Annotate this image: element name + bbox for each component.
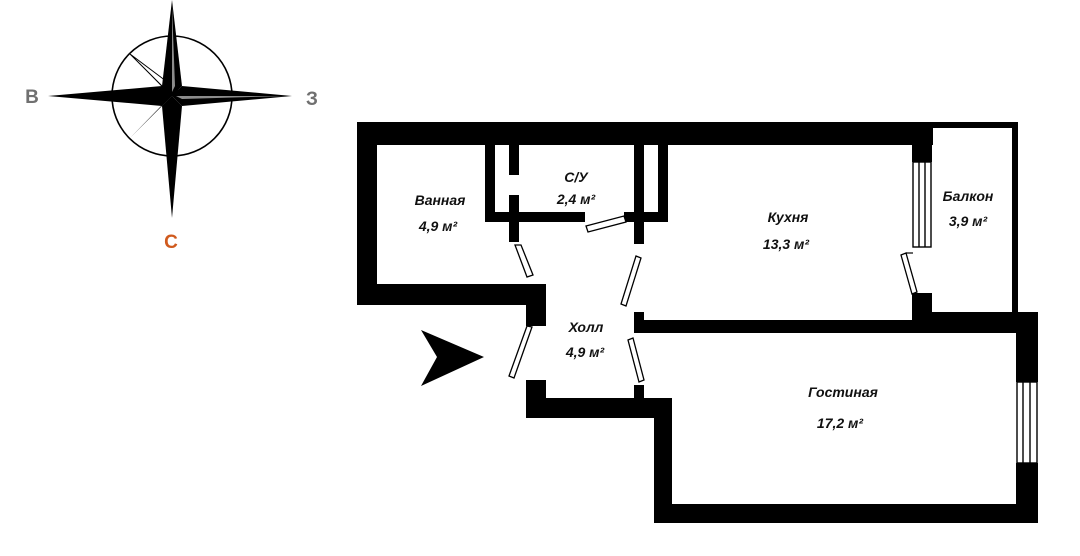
room-wc: С/У 2,4 м² — [556, 169, 596, 207]
room-hall-area: 4,9 м² — [565, 344, 605, 360]
compass-east-label: З — [306, 89, 318, 110]
room-balcony-area: 3,9 м² — [949, 213, 988, 229]
room-hall: Холл 4,9 м² — [565, 319, 605, 360]
room-balcony-name: Балкон — [943, 188, 994, 204]
room-hall-name: Холл — [568, 319, 604, 335]
room-bath-area: 4,9 м² — [418, 218, 458, 234]
room-bath: Ванная 4,9 м² — [415, 192, 466, 234]
room-wc-name: С/У — [564, 169, 589, 185]
room-living-area: 17,2 м² — [817, 415, 863, 431]
compass-west-label: В — [25, 87, 39, 108]
doors — [508, 215, 918, 383]
room-kitchen-area: 13,3 м² — [763, 236, 809, 252]
room-living: Гостиная 17,2 м² — [808, 384, 878, 431]
room-kitchen: Кухня 13,3 м² — [763, 209, 809, 252]
walls — [357, 122, 1038, 523]
room-living-name: Гостиная — [808, 384, 878, 400]
room-wc-area: 2,4 м² — [556, 191, 596, 207]
compass-rose-icon — [48, 0, 292, 218]
room-balcony: Балкон 3,9 м² — [943, 188, 994, 229]
room-bath-name: Ванная — [415, 192, 466, 208]
entrance-arrow-icon — [421, 330, 484, 386]
room-kitchen-name: Кухня — [768, 209, 809, 225]
compass-south-label: С — [164, 232, 178, 253]
windows — [912, 140, 1038, 464]
